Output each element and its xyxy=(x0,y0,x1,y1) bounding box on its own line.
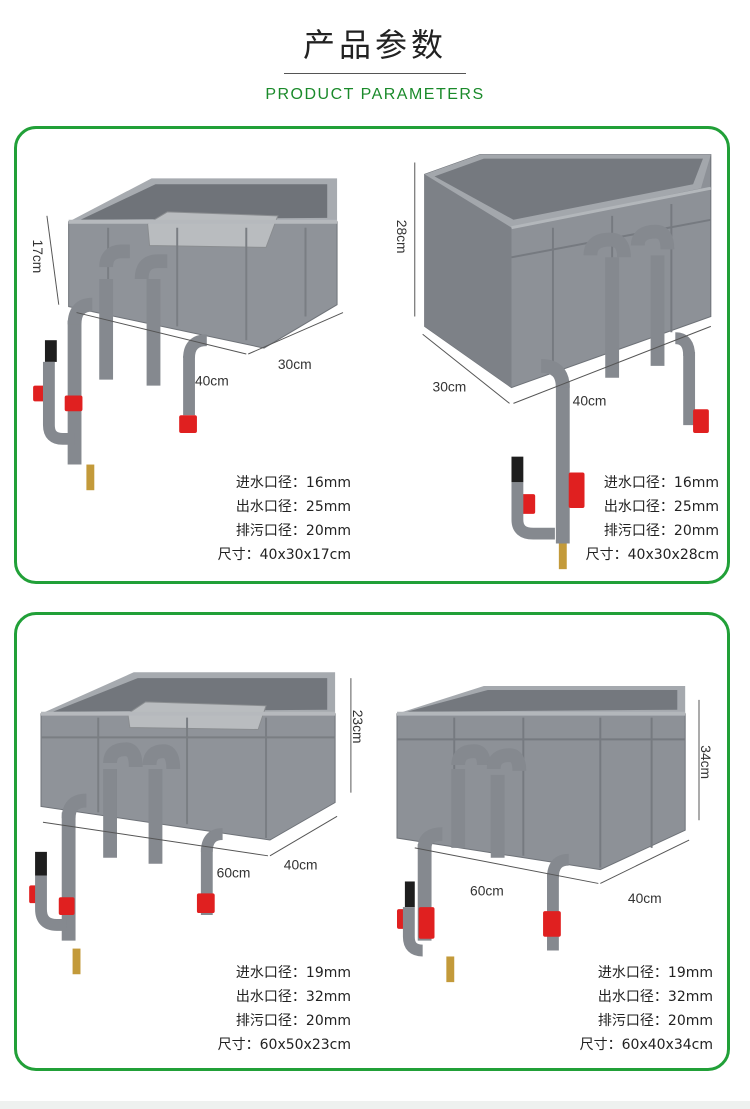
spec-inlet: 进水口径：16mm xyxy=(603,475,719,491)
product-card-2: 28cm 30cm 40cm 进水口径：16mm 出水口径：25mm 排污口径：… xyxy=(373,129,723,581)
spec-outlet: 出水口径：25mm xyxy=(235,499,351,515)
dim-width-2: 30cm xyxy=(433,379,467,395)
page-header: 产品参数 PRODUCT PARAMETERS xyxy=(0,0,750,120)
product-panel-bottom: 60cm 40cm 23cm 进水口径：19mm 出水口径：32mm 排污口径：… xyxy=(14,612,730,1071)
dim-width-3: 40cm xyxy=(284,857,318,873)
spec-outlet: 出水口径：32mm xyxy=(597,989,713,1005)
product-panel-top: 17cm 40cm 30cm 进水口径：16mm 出水口径：25mm 排污口径：… xyxy=(14,126,730,584)
spec-size: 尺寸：60x40x34cm xyxy=(579,1037,713,1053)
dim-length-2: 40cm xyxy=(573,392,607,408)
spec-list-4: 进水口径：19mm 出水口径：32mm 排污口径：20mm 尺寸：60x40x3… xyxy=(580,961,713,1057)
spec-size: 尺寸：40x30x17cm xyxy=(217,547,351,563)
spec-size: 尺寸：40x30x28cm xyxy=(585,547,719,563)
spec-inlet: 进水口径：16mm xyxy=(235,475,351,491)
spec-size: 尺寸：60x50x23cm xyxy=(217,1037,351,1053)
dim-length-1: 40cm xyxy=(195,373,229,389)
dim-height-3: 23cm xyxy=(350,710,366,744)
spec-list-2: 进水口径：16mm 出水口径：25mm 排污口径：20mm 尺寸：40x30x2… xyxy=(586,471,719,567)
dim-height-1: 17cm xyxy=(30,240,46,274)
spec-drain: 排污口径：20mm xyxy=(597,1013,713,1029)
filter-box-illustration-4: 60cm 40cm 34cm xyxy=(396,686,714,983)
dim-width-1: 30cm xyxy=(278,356,312,372)
spec-list-3: 进水口径：19mm 出水口径：32mm 排污口径：20mm 尺寸：60x50x2… xyxy=(218,961,351,1057)
product-card-4: 60cm 40cm 34cm 进水口径：19mm 出水口径：32mm 排污口径：… xyxy=(373,615,723,1068)
dim-width-4: 40cm xyxy=(628,890,662,906)
title-divider xyxy=(284,73,466,74)
spec-inlet: 进水口径：19mm xyxy=(235,965,351,981)
page-title: 产品参数 xyxy=(302,26,447,64)
page-subtitle: PRODUCT PARAMETERS xyxy=(265,86,485,103)
filter-box-illustration-2: 28cm 30cm 40cm xyxy=(394,154,712,570)
spec-drain: 排污口径：20mm xyxy=(235,523,351,539)
spec-drain: 排污口径：20mm xyxy=(235,1013,351,1029)
dim-height-2: 28cm xyxy=(394,220,410,254)
spec-inlet: 进水口径：19mm xyxy=(597,965,713,981)
spec-outlet: 出水口径：32mm xyxy=(235,989,351,1005)
filter-box-illustration-1: 17cm 40cm 30cm xyxy=(30,178,344,491)
product-card-3: 60cm 40cm 23cm 进水口径：19mm 出水口径：32mm 排污口径：… xyxy=(17,615,367,1068)
spec-list-1: 进水口径：16mm 出水口径：25mm 排污口径：20mm 尺寸：40x30x1… xyxy=(218,471,351,567)
dim-length-4: 60cm xyxy=(470,882,504,898)
product-card-1: 17cm 40cm 30cm 进水口径：16mm 出水口径：25mm 排污口径：… xyxy=(17,129,367,581)
spec-outlet: 出水口径：25mm xyxy=(603,499,719,515)
filter-box-illustration-3: 60cm 40cm 23cm xyxy=(29,672,366,975)
spec-drain: 排污口径：20mm xyxy=(603,523,719,539)
footer-strip xyxy=(0,1101,750,1109)
dim-length-3: 60cm xyxy=(217,865,251,881)
dim-height-4: 34cm xyxy=(698,745,714,779)
